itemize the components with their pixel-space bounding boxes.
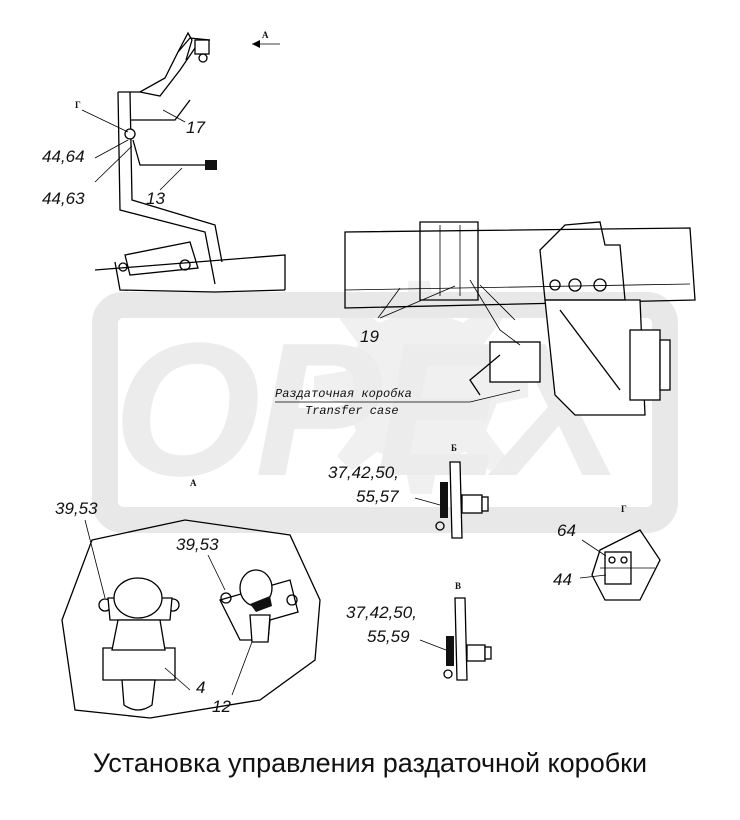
view-g-detail: Г — [591, 504, 661, 601]
view-g-label-left: Г — [75, 100, 81, 110]
callout-12: 12 — [212, 697, 231, 716]
view-a-outline — [61, 519, 321, 719]
callout-44-64: 44,64 — [42, 147, 85, 166]
view-v-label: В — [455, 581, 461, 591]
callout-13: 13 — [146, 189, 165, 208]
transfer-case-label-ru: Раздаточная коробка — [275, 387, 412, 401]
transfer-case-body — [469, 221, 671, 416]
callout-v-line2: 55,59 — [367, 627, 410, 646]
callout-39-53-left: 39,53 — [55, 499, 98, 518]
callout-44: 44 — [553, 570, 572, 589]
callout-44-63: 44,63 — [42, 189, 85, 208]
callout-b-line1: 37,42,50, — [328, 463, 399, 482]
callout-4: 4 — [196, 678, 205, 697]
view-b-detail: Б — [435, 443, 489, 539]
view-g-label-right: Г — [621, 504, 627, 514]
callout-17: 17 — [186, 118, 205, 137]
view-a-top-label: А — [262, 30, 269, 40]
frame-rail — [344, 221, 696, 309]
switch-part-4 — [98, 577, 180, 711]
watermark-gear — [314, 280, 529, 494]
drawing-title: Установка управления раздаточной коробки — [92, 748, 648, 778]
callout-b-line2: 55,57 — [356, 487, 399, 506]
lever-bracket — [94, 31, 286, 293]
callout-64: 64 — [557, 521, 576, 540]
callout-v-line1: 37,42,50, — [346, 603, 417, 622]
view-v-detail: В — [443, 581, 492, 681]
view-b-label: Б — [451, 443, 457, 453]
callout-39-53-right: 39,53 — [176, 535, 219, 554]
callout-19: 19 — [360, 327, 379, 346]
transfer-case-label-en: Transfer case — [305, 404, 399, 418]
view-a-arrow: А — [252, 30, 280, 48]
switch-part-12 — [219, 569, 299, 643]
watermark-frame — [92, 292, 678, 533]
view-a-label: А — [190, 478, 197, 488]
